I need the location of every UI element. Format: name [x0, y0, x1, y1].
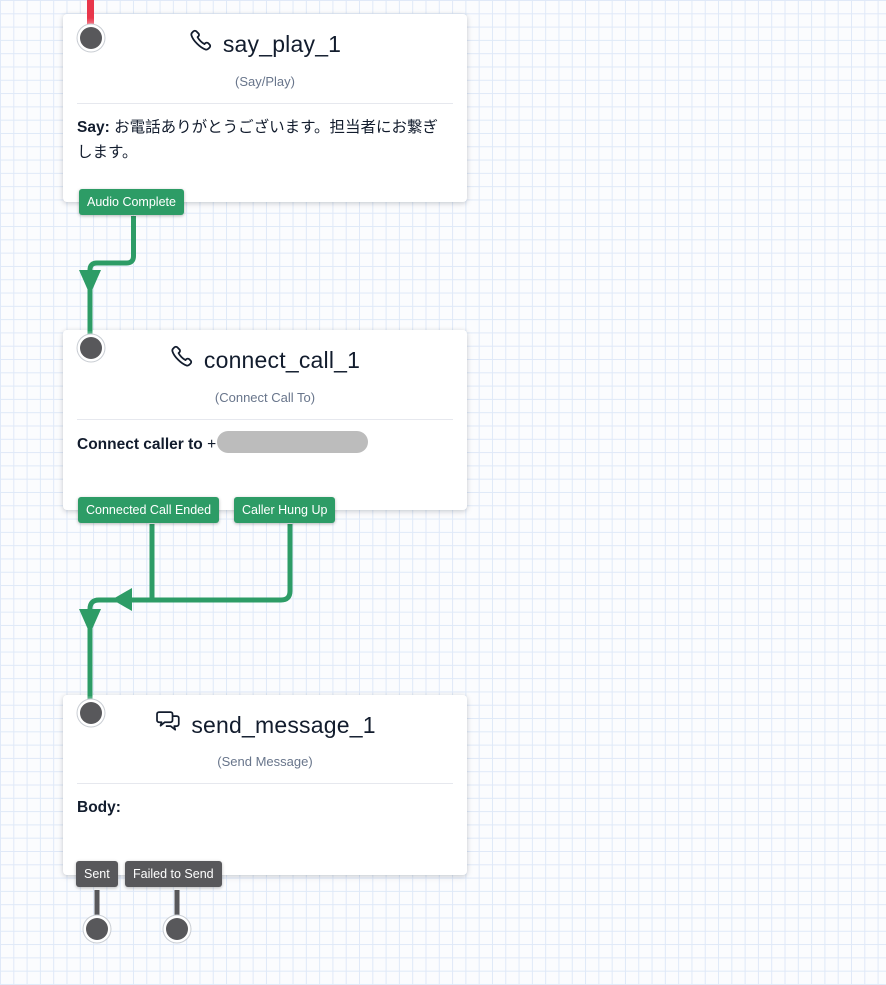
input-port-send-message-1[interactable] — [80, 702, 102, 724]
connector-caller-hung-up[interactable] — [79, 524, 293, 708]
widget-type-label: (Connect Call To) — [214, 390, 316, 405]
output-port-sent[interactable] — [86, 918, 108, 940]
widget-type-label: (Say/Play) — [235, 74, 295, 89]
widget-type-label: (Send Message) — [217, 754, 313, 769]
widget-connect-call-1[interactable]: connect_call_1 (Connect Call To) Connect… — [63, 330, 467, 510]
divider — [77, 419, 453, 420]
body-prefix: Say: — [77, 119, 110, 136]
widget-body: Body: — [63, 784, 467, 820]
body-prefix: Connect caller to — [77, 436, 203, 453]
chat-icon — [154, 710, 182, 740]
widget-name: send_message_1 — [191, 711, 376, 738]
input-port-say-play-1[interactable] — [80, 27, 102, 49]
widget-send-message-1[interactable]: send_message_1 (Send Message) Body: — [63, 695, 467, 875]
widget-body: Say: お電話ありがとうございます。担当者にお繋ぎします。 — [63, 104, 467, 165]
divider — [77, 103, 453, 104]
incoming-connector-trigger[interactable] — [87, 0, 94, 36]
transition-badge-connected-call-ended[interactable]: Connected Call Ended — [78, 497, 220, 523]
connector-audio-complete[interactable] — [79, 216, 136, 344]
widget-name: say_play_1 — [222, 31, 342, 57]
widget-say-play-1[interactable]: say_play_1 (Say/Play) Say: お電話ありがとうございます… — [63, 14, 467, 202]
transition-badge-caller-hung-up[interactable]: Caller Hung Up — [234, 497, 336, 523]
widget-title-row: send_message_1 — [63, 695, 467, 740]
divider — [77, 783, 453, 784]
widget-body: Connect caller to + — [63, 420, 467, 457]
input-port-connect-call-1[interactable] — [80, 337, 102, 359]
transition-badge-failed-to-send[interactable]: Failed to Send — [125, 861, 222, 887]
body-prefix: Body: — [77, 799, 121, 816]
widget-name: connect_call_1 — [203, 347, 361, 373]
phone-icon — [189, 29, 214, 60]
output-port-failed-to-send[interactable] — [166, 918, 188, 940]
body-text: + — [207, 436, 217, 453]
redacted-phone-number — [217, 431, 369, 453]
widget-title-row: say_play_1 — [63, 14, 467, 60]
body-text: お電話ありがとうございます。担当者にお繋ぎします。 — [77, 119, 439, 162]
transition-badge-sent[interactable]: Sent — [76, 861, 118, 887]
phone-icon — [170, 345, 195, 376]
transition-badge-audio-complete[interactable]: Audio Complete — [79, 189, 184, 215]
widget-title-row: connect_call_1 — [63, 330, 467, 376]
